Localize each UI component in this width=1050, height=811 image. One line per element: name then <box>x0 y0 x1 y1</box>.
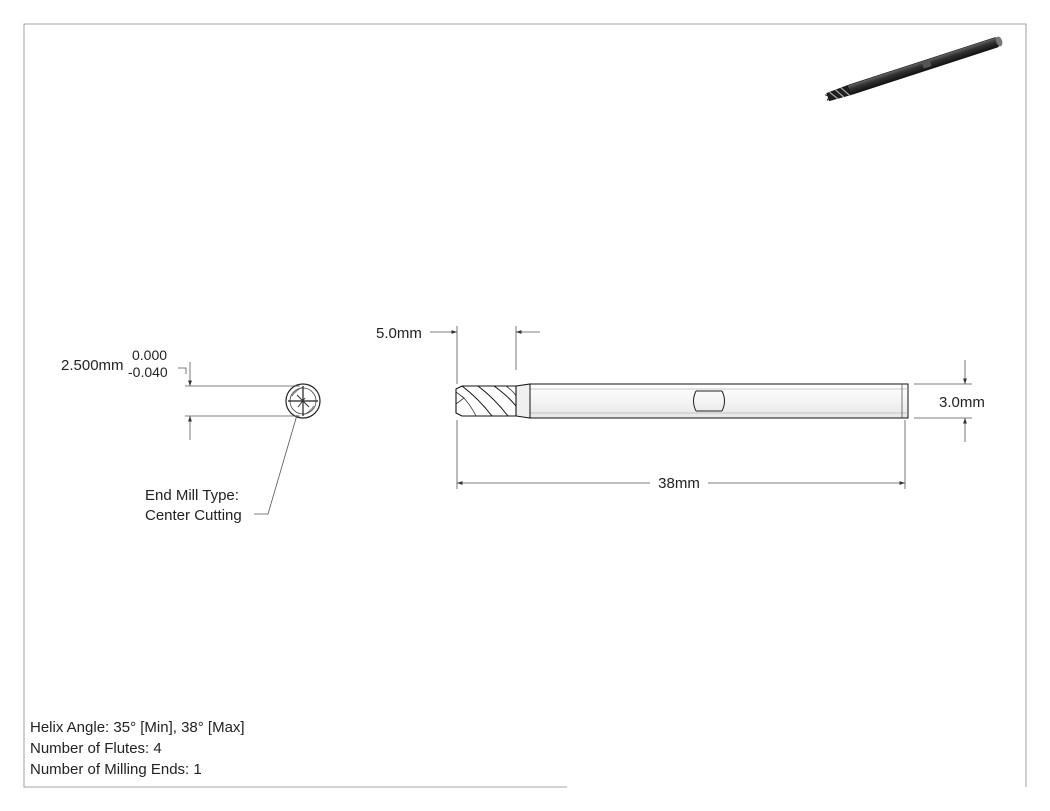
flute-section <box>455 385 517 417</box>
iso-flutes <box>825 85 851 102</box>
cut-length-dimension: 5.0mm <box>376 325 540 384</box>
drawing-frame <box>23 23 1027 788</box>
shank-diameter-label: 3.0mm <box>939 394 985 411</box>
note-milling-ends: Number of Milling Ends: 1 <box>30 761 202 778</box>
note-number-of-flutes: Number of Flutes: 4 <box>30 740 162 757</box>
shank-diameter-dimension: 3.0mm <box>914 360 985 442</box>
overall-length-label: 38mm <box>658 475 700 492</box>
diameter-value: 2.500mm <box>61 357 124 374</box>
side-view <box>455 383 909 419</box>
diameter-dimension: 2.500mm 0.000 -0.040 <box>61 347 300 440</box>
note-helix-angle: Helix Angle: 35° [Min], 38° [Max] <box>30 719 245 736</box>
overall-length-dimension: 38mm <box>456 420 906 492</box>
cut-length-label: 5.0mm <box>376 325 422 342</box>
weldon-flat <box>693 390 725 412</box>
tolerance-lower: -0.040 <box>128 364 168 380</box>
isometric-view <box>825 36 1003 102</box>
end-type-leader: End Mill Type: Center Cutting <box>145 414 298 524</box>
tolerance-upper: 0.000 <box>132 347 167 363</box>
callout-line-1: End Mill Type: <box>145 487 239 504</box>
end-view <box>285 383 321 419</box>
callout-line-2: Center Cutting <box>145 507 242 524</box>
specification-notes: Helix Angle: 35° [Min], 38° [Max] Number… <box>30 717 245 780</box>
